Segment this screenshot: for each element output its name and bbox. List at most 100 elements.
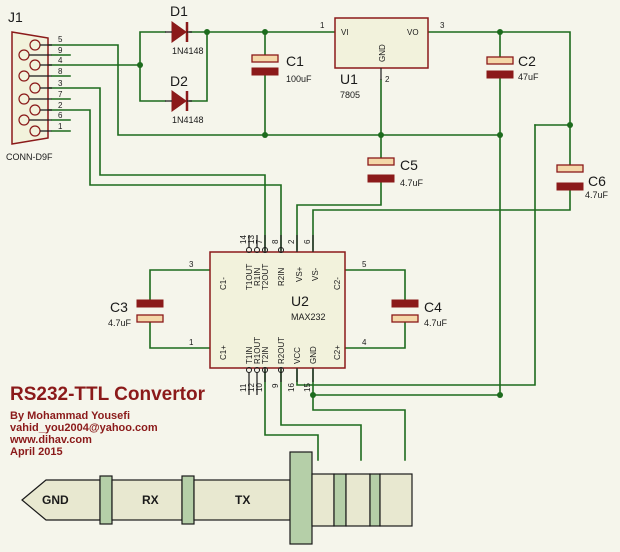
ic-pin-number: 3 xyxy=(189,260,194,269)
ic-nc-marker xyxy=(246,367,252,373)
wire-c4-bottom xyxy=(344,321,406,349)
ic-pin-number: 8 xyxy=(271,239,280,244)
ic-pin-number: 10 xyxy=(255,383,264,392)
ic-ref: U2 xyxy=(291,293,309,309)
credit-email: vahid_you2004@yahoo.com xyxy=(10,422,158,434)
jack-collar xyxy=(289,451,313,545)
ic-pin-number: 6 xyxy=(303,239,312,244)
ic-pin-number: 16 xyxy=(287,383,296,392)
cap-plate xyxy=(556,182,584,191)
cap-plate xyxy=(391,314,419,323)
ic-nc-marker xyxy=(278,367,284,373)
dsub-pin-number: 7 xyxy=(58,90,63,99)
cap-plate xyxy=(251,54,279,63)
cap-plate xyxy=(367,174,395,183)
junction xyxy=(497,29,503,35)
regulator-pin-vi: VI xyxy=(341,28,349,37)
cap-value: 4.7uF xyxy=(108,318,132,328)
cap-value: 4.7uF xyxy=(424,318,448,328)
capacitor-c3: C3 4.7uF xyxy=(108,299,164,328)
ic-pin-name: T2IN xyxy=(261,346,270,364)
dsub-pin-number: 6 xyxy=(58,111,63,120)
wire-c3-top xyxy=(149,269,211,301)
regulator-u1: VI VO GND 1 3 2 U1 7805 xyxy=(320,17,445,100)
ic-pin-name: C2+ xyxy=(333,345,342,360)
wire-r2out-jack xyxy=(280,369,362,461)
regulator-body xyxy=(334,17,429,69)
wire-pin3-r2in xyxy=(47,87,266,251)
jack-contact xyxy=(369,473,381,527)
ic-pin-name: C2- xyxy=(333,277,342,290)
ic-pin-number: 11 xyxy=(239,383,248,392)
cap-plate xyxy=(251,67,279,76)
ic-pin-name: VS- xyxy=(311,267,320,281)
ic-pin-name: VS+ xyxy=(295,266,304,282)
dsub-pin-number: 1 xyxy=(58,122,63,131)
cap-value: 47uF xyxy=(518,72,539,82)
jack-label-gnd: GND xyxy=(42,493,69,507)
connector-j1: J1 5 9 4 8 3 7 2 6 1 CONN-D9F xyxy=(6,9,71,162)
ic-pin-number: 5 xyxy=(362,260,367,269)
diode-triangle xyxy=(171,21,187,43)
jack-label-rx: RX xyxy=(142,493,159,507)
wire-d2-anode xyxy=(139,64,166,102)
dsub-pin xyxy=(18,70,30,82)
jack-insulator xyxy=(181,475,195,525)
dsub-pin xyxy=(29,125,41,137)
ic-pin-number: 15 xyxy=(303,383,312,392)
junction xyxy=(378,132,384,138)
diode-d1: D1 1N4148 xyxy=(165,3,204,56)
wire-c3-bottom xyxy=(149,321,211,349)
diode-ref: D2 xyxy=(170,73,188,89)
dsub-pin xyxy=(29,59,41,71)
jack-contact xyxy=(379,473,413,527)
jack-contact xyxy=(311,473,335,527)
ic-pin-number: 7 xyxy=(255,239,264,244)
cap-ref: C3 xyxy=(110,299,128,315)
diode-part: 1N4148 xyxy=(172,115,204,125)
wire-pin4-d1 xyxy=(47,31,166,66)
diode-part: 1N4148 xyxy=(172,46,204,56)
capacitor-c2: C2 47uF xyxy=(486,53,539,82)
wire-c4-top xyxy=(344,269,406,301)
dsub-pin-number: 3 xyxy=(58,79,63,88)
title-block: RS232-TTL Convertor By Mohammad Yousefi … xyxy=(9,384,206,458)
junction xyxy=(497,132,503,138)
junction xyxy=(204,29,210,35)
ic-pin-name: T2OUT xyxy=(261,264,270,290)
regulator-pin-vo: VO xyxy=(407,28,419,37)
ic-pin-name: T1OUT xyxy=(245,264,254,290)
dsub-leads xyxy=(29,44,52,132)
ic-nc-marker xyxy=(278,247,284,253)
audio-jack: GND RX TX xyxy=(21,451,413,545)
credit-website: www.dihav.com xyxy=(9,434,92,446)
ic-pin-number: 13 xyxy=(247,235,256,244)
junction xyxy=(137,62,143,68)
cap-plate xyxy=(136,299,164,308)
dsub-unused-leads xyxy=(51,54,71,132)
junction xyxy=(497,392,503,398)
ic-pin-name: R1OUT xyxy=(253,337,262,364)
connector-ref: J1 xyxy=(8,9,23,25)
junctions xyxy=(137,29,573,398)
wire-d2-rail xyxy=(189,31,208,102)
cap-plate xyxy=(367,157,395,166)
wire-vo-rail xyxy=(427,31,571,166)
regulator-part: 7805 xyxy=(340,90,360,100)
wire-c6-vsminus xyxy=(312,189,571,251)
capacitor-c6: C6 4.7uF xyxy=(556,164,609,200)
jack-label-tx: TX xyxy=(235,493,250,507)
jack-insulator xyxy=(99,475,113,525)
cap-plate xyxy=(136,314,164,323)
ic-nc-marker xyxy=(254,367,260,373)
ic-pin-number: 12 xyxy=(247,383,256,392)
wire-gnd-rail xyxy=(47,44,501,136)
ic-pin-name: R2OUT xyxy=(277,337,286,364)
page-title: RS232-TTL Convertor xyxy=(10,384,206,405)
dsub-pin-number: 8 xyxy=(58,67,63,76)
cap-plate xyxy=(391,299,419,308)
credit-date: April 2015 xyxy=(10,446,63,458)
dsub-pin xyxy=(29,104,41,116)
dsub-pin xyxy=(18,114,30,126)
